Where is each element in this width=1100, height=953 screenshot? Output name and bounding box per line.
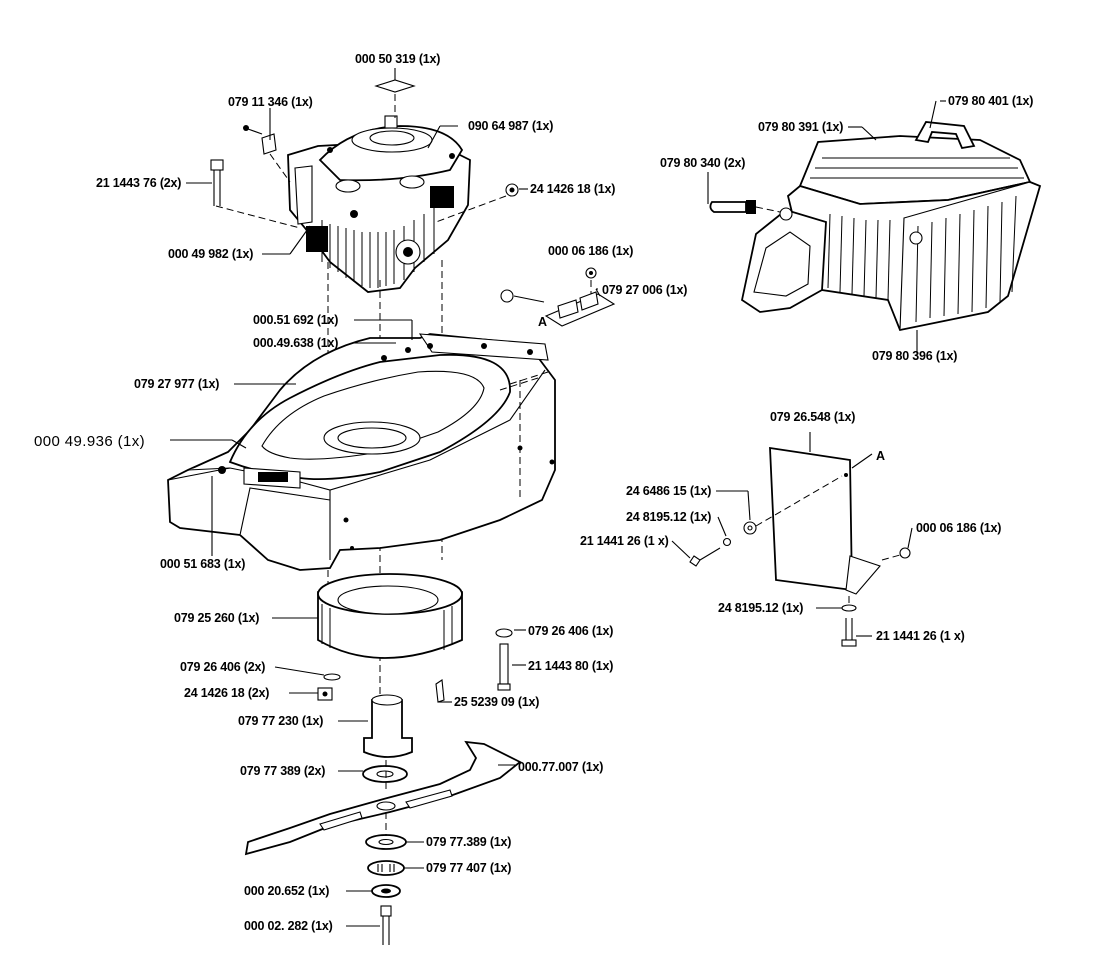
label-079-80-396: 079 80 396 (1x) xyxy=(872,349,957,363)
fan-ring-079-25-260 xyxy=(317,573,463,659)
label-000-49-982: 000 49 982 (1x) xyxy=(168,247,253,261)
engine-leaders xyxy=(186,68,528,255)
deck-leaders xyxy=(170,319,413,556)
label-079-26-406-right: 079 26 406 (1x) xyxy=(528,624,613,638)
catcher-leaders xyxy=(707,100,946,356)
label-21-1443-76: 21 1443 76 (2x) xyxy=(96,176,181,190)
label-079-77-389-b: 079 77.389 (1x) xyxy=(426,835,511,849)
blade-hardware xyxy=(244,628,522,945)
label-090-64-987: 090 64 987 (1x) xyxy=(468,119,553,133)
label-000-02-282: 000 02. 282 (1x) xyxy=(244,919,333,933)
label-079-25-260: 079 25 260 (1x) xyxy=(174,611,259,625)
label-079-80-401: 079 80 401 (1x) xyxy=(948,94,1033,108)
label-letter-a-2: A xyxy=(876,449,885,463)
label-000-51-692: 000.51 692 (1x) xyxy=(253,313,338,327)
label-000-51-683: 000 51 683 (1x) xyxy=(160,557,245,571)
label-24-8195-12-b: 24 8195.12 (1x) xyxy=(718,601,803,615)
label-24-1426-18-low: 24 1426 18 (2x) xyxy=(184,686,269,700)
flap-leaders xyxy=(671,453,913,637)
label-079-26-548: 079 26.548 (1x) xyxy=(770,410,855,424)
label-079-80-340: 079 80 340 (2x) xyxy=(660,156,745,170)
bracket-079-27-006 xyxy=(500,267,616,327)
engine-drawing xyxy=(287,115,471,293)
label-000-49-936: 000 49.936 (1x) xyxy=(34,433,145,450)
label-letter-a-1: A xyxy=(538,315,547,329)
label-24-1426-18-top: 24 1426 18 (1x) xyxy=(530,182,615,196)
label-079-77-230: 079 77 230 (1x) xyxy=(238,714,323,728)
label-079-27-977: 079 27 977 (1x) xyxy=(134,377,219,391)
label-000-50-319: 000 50 319 (1x) xyxy=(355,52,440,66)
label-079-77-389-a: 079 77 389 (2x) xyxy=(240,764,325,778)
part-labels: 000 50 319 (1x) 079 11 346 (1x) 090 64 9… xyxy=(34,52,1034,933)
label-21-1441-26-a: 21 1441 26 (1 x) xyxy=(580,534,669,548)
label-000-49-638: 000.49.638 (1x) xyxy=(253,336,338,350)
label-079-27-006: 079 27 006 (1x) xyxy=(602,283,687,297)
label-25-5239-09: 25 5239 09 (1x) xyxy=(454,695,539,709)
label-079-26-406-left: 079 26 406 (2x) xyxy=(180,660,265,674)
label-000-06-186-a: 000 06 186 (1x) xyxy=(548,244,633,258)
label-079-77-407: 079 77 407 (1x) xyxy=(426,861,511,875)
label-079-11-346: 079 11 346 (1x) xyxy=(228,95,313,109)
label-24-6486-15: 24 6486 15 (1x) xyxy=(626,484,711,498)
label-21-1443-80: 21 1443 80 (1x) xyxy=(528,659,613,673)
label-21-1441-26-b: 21 1441 26 (1 x) xyxy=(876,629,965,643)
blade-leaders xyxy=(272,617,526,927)
label-000-77-007: 000.77.007 (1x) xyxy=(518,760,603,774)
label-000-20-652: 000 20.652 (1x) xyxy=(244,884,329,898)
label-24-8195-12-a: 24 8195.12 (1x) xyxy=(626,510,711,524)
label-000-06-186-b: 000 06 186 (1x) xyxy=(916,521,1001,535)
mower-deck-drawing xyxy=(167,333,556,571)
label-079-80-391: 079 80 391 (1x) xyxy=(758,120,843,134)
side-flap-079-26-548 xyxy=(689,432,911,647)
grass-catcher-drawing xyxy=(709,121,1042,332)
